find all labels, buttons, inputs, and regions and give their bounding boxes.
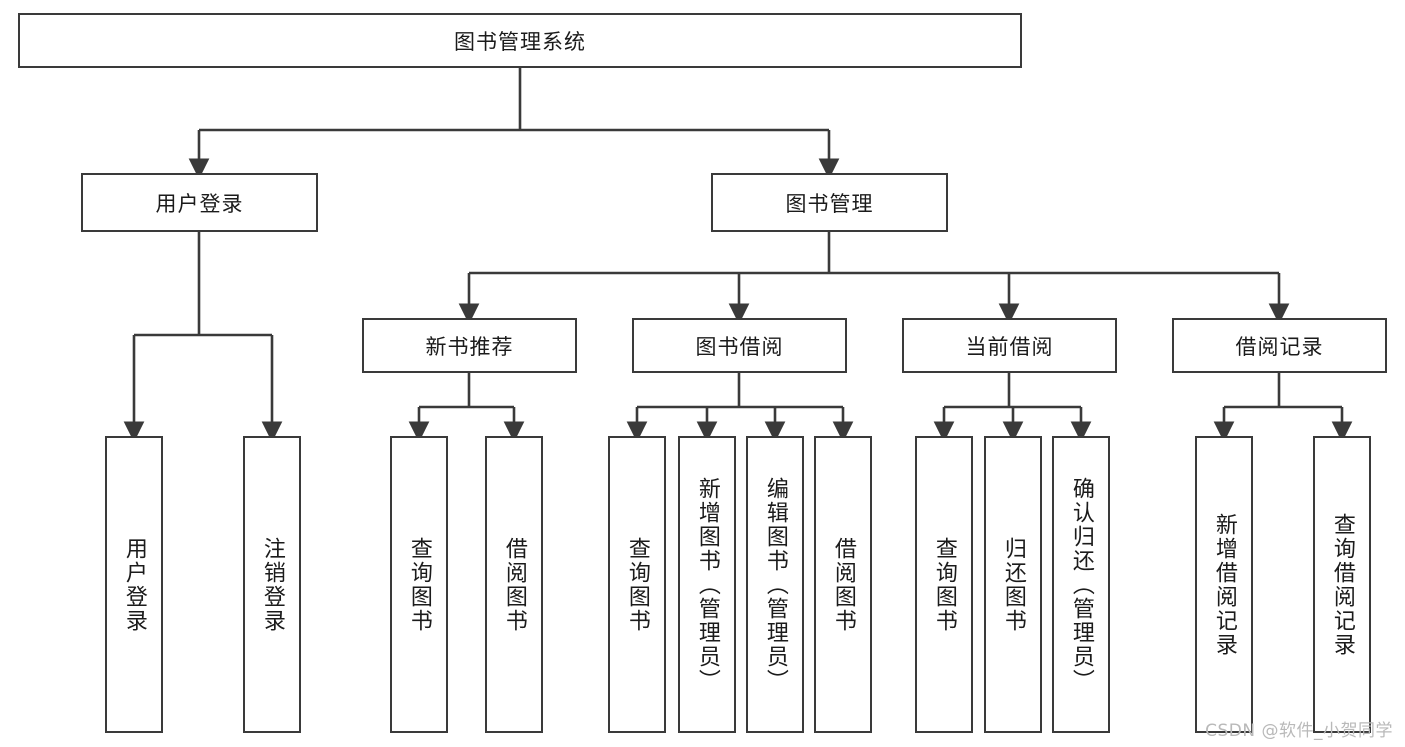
node-label: 借阅图书 — [501, 536, 527, 633]
node-leaf-query-book-1[interactable]: 查询图书 — [390, 436, 448, 733]
node-label: 图书借阅 — [695, 334, 784, 359]
node-label: 确认归还（管理员） — [1068, 476, 1094, 693]
node-leaf-return-book[interactable]: 归还图书 — [984, 436, 1042, 733]
node-leaf-query-book-3[interactable]: 查询图书 — [915, 436, 973, 733]
node-label: 新增图书（管理员） — [694, 476, 720, 693]
node-book-manage[interactable]: 图书管理 — [711, 173, 948, 232]
node-label: 注销登录 — [259, 536, 285, 633]
node-new-book-rec[interactable]: 新书推荐 — [362, 318, 577, 373]
node-label: 用户登录 — [121, 536, 147, 633]
node-leaf-user-login[interactable]: 用户登录 — [105, 436, 163, 733]
node-leaf-confirm-return[interactable]: 确认归还（管理员） — [1052, 436, 1110, 733]
node-label: 借阅记录 — [1235, 334, 1324, 359]
node-label: 新增借阅记录 — [1211, 512, 1237, 657]
node-leaf-query-book-2[interactable]: 查询图书 — [608, 436, 666, 733]
node-label: 图书管理系统 — [454, 29, 586, 54]
node-label: 当前借阅 — [965, 334, 1054, 359]
node-borrow-record[interactable]: 借阅记录 — [1172, 318, 1387, 373]
node-leaf-query-record[interactable]: 查询借阅记录 — [1313, 436, 1371, 733]
node-leaf-borrow-book-2[interactable]: 借阅图书 — [814, 436, 872, 733]
node-label: 新书推荐 — [425, 334, 514, 359]
node-label: 图书管理 — [785, 191, 874, 216]
node-book-borrow[interactable]: 图书借阅 — [632, 318, 847, 373]
node-current-borrow[interactable]: 当前借阅 — [902, 318, 1117, 373]
node-leaf-add-record[interactable]: 新增借阅记录 — [1195, 436, 1253, 733]
csdn-watermark: CSDN @软件_小贺同学 — [1205, 721, 1393, 741]
node-label: 查询图书 — [406, 536, 432, 633]
node-label: 查询借阅记录 — [1329, 512, 1355, 657]
node-leaf-add-book[interactable]: 新增图书（管理员） — [678, 436, 736, 733]
node-label: 查询图书 — [931, 536, 957, 633]
node-label: 查询图书 — [624, 536, 650, 633]
node-label: 用户登录 — [155, 191, 244, 216]
node-leaf-edit-book[interactable]: 编辑图书（管理员） — [746, 436, 804, 733]
node-leaf-user-logout[interactable]: 注销登录 — [243, 436, 301, 733]
node-label: 编辑图书（管理员） — [762, 476, 788, 693]
node-label: 借阅图书 — [830, 536, 856, 633]
node-label: 归还图书 — [1000, 536, 1026, 633]
node-root-root[interactable]: 图书管理系统 — [18, 13, 1022, 68]
node-user-login[interactable]: 用户登录 — [81, 173, 318, 232]
node-leaf-borrow-book-1[interactable]: 借阅图书 — [485, 436, 543, 733]
